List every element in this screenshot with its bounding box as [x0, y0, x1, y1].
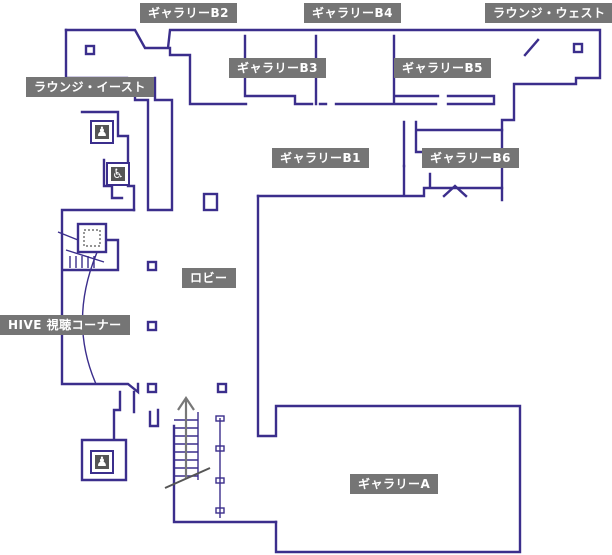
restroom-column-wall [80, 110, 136, 212]
pillar [216, 382, 228, 394]
wheelchair-icon: ♿ [111, 167, 125, 182]
pillar [146, 382, 158, 394]
label-gallery-b4[interactable]: ギャラリーB4 [304, 3, 401, 23]
west-lobby-wall [60, 208, 140, 395]
label-lounge-west[interactable]: ラウンジ・ウェスト [485, 3, 612, 23]
label-lobby[interactable]: ロビー [182, 268, 236, 288]
restroom-icon-top: ♟ [90, 120, 114, 144]
label-gallery-b2[interactable]: ギャラリーB2 [140, 3, 237, 23]
gallery-b6-wall [402, 120, 504, 198]
label-gallery-b6[interactable]: ギャラリーB6 [422, 148, 519, 168]
pillar [202, 192, 219, 212]
west-lower-wall [80, 390, 278, 524]
gallery-b2-wall [168, 46, 248, 106]
label-hive[interactable]: HIVE 視聴コーナー [0, 315, 130, 335]
up-arrow-icon [177, 396, 195, 478]
restroom-icon-bottom: ♟ [90, 450, 114, 474]
wheelchair-icon-box: ♿ [106, 162, 130, 186]
label-gallery-a[interactable]: ギャラリーA [350, 474, 439, 494]
outer-wall-north [64, 28, 602, 202]
elevator-icon [57, 222, 108, 268]
pillar [146, 260, 158, 272]
pillar [146, 320, 158, 332]
gallery-b1-wall [256, 194, 522, 554]
label-gallery-b3[interactable]: ギャラリーB3 [229, 58, 326, 78]
east-lounge-wall [523, 38, 540, 57]
restroom-icon: ♟ [95, 455, 109, 470]
pillar [572, 42, 584, 54]
label-lounge-east[interactable]: ラウンジ・イースト [26, 77, 154, 97]
pillar [84, 44, 96, 56]
gallery-b1-top-wall [256, 164, 504, 198]
label-gallery-b5[interactable]: ギャラリーB5 [394, 58, 491, 78]
restroom-icon: ♟ [95, 125, 109, 140]
label-gallery-b1[interactable]: ギャラリーB1 [272, 148, 369, 168]
